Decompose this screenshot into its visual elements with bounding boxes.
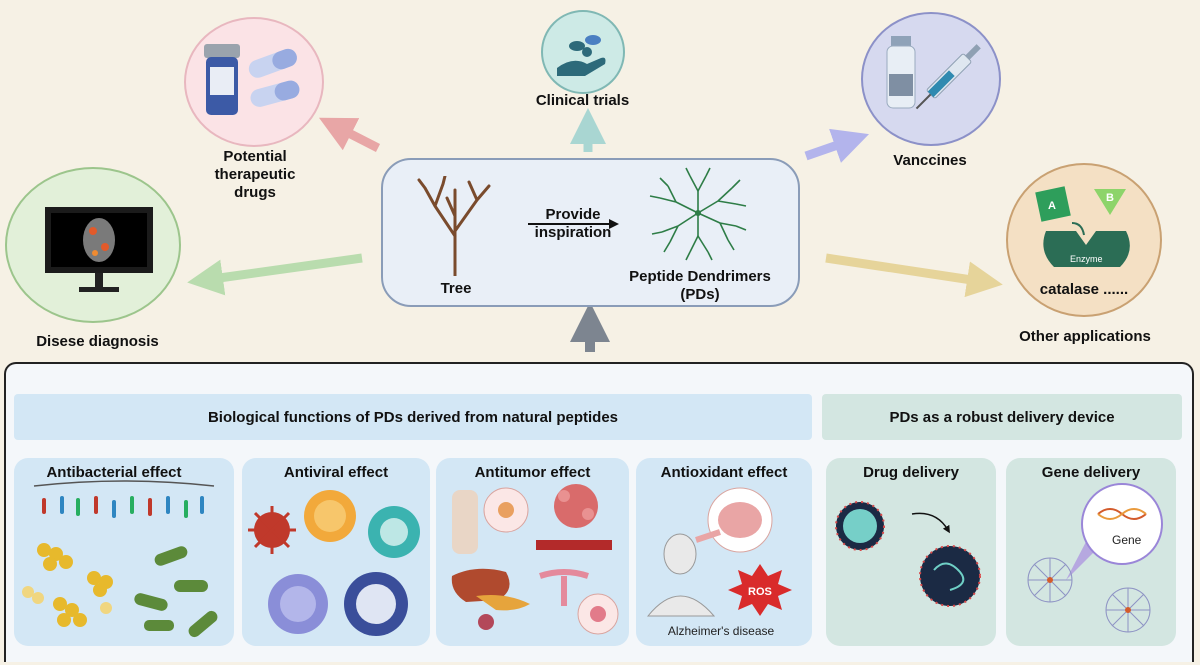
delivery-device-header: PDs as a robust delivery device — [822, 394, 1182, 440]
gene-carrier-icon: Gene — [1027, 483, 1163, 633]
svg-text:A: A — [1048, 200, 1056, 212]
other-applications-circle: A B Enzyme catalase ...... — [1006, 163, 1162, 317]
bacteria-membrane-icon — [22, 480, 218, 638]
vaccines-circle — [861, 12, 1001, 146]
pill-bottle-icon — [204, 44, 300, 115]
tree-icon — [417, 176, 491, 276]
arrow-to-other — [825, 253, 1003, 298]
drug-delivery-title: Drug delivery — [863, 464, 959, 481]
antiviral-panel: Antiviral effect — [242, 458, 430, 646]
svg-text:Enzyme: Enzyme — [1070, 254, 1103, 264]
svg-text:Gene: Gene — [1112, 533, 1142, 547]
vaccines-label: Vanccines — [893, 152, 967, 169]
alzheimers-caption: Alzheimer's disease — [667, 624, 775, 638]
arrow-to-therapeutic — [318, 117, 381, 153]
peptide-dendrimer-icon — [649, 167, 747, 261]
antibacterial-title: Antibacterial effect — [46, 464, 182, 481]
therapeutic-drugs-circle — [184, 17, 324, 147]
drug-carrier-icon — [835, 501, 981, 607]
monitor-brain-scan-icon — [45, 207, 153, 292]
gene-delivery-panel: Gene delivery Gene — [1006, 458, 1176, 646]
antiviral-title: Antiviral effect — [283, 464, 389, 481]
clinical-trials-circle — [541, 10, 625, 94]
biological-functions-header: Biological functions of PDs derived from… — [14, 394, 812, 440]
disease-diagnosis-label: Disese diagnosis — [36, 333, 159, 350]
disease-diagnosis-circle — [5, 167, 181, 323]
alzheimer-brain-icon: ROS — [646, 487, 792, 617]
tumor-organs-icon — [451, 484, 619, 635]
antibacterial-panel: Antibacterial effect — [14, 458, 234, 646]
inspiration-arrow-icon — [528, 219, 619, 229]
antitumor-title: Antitumor effect — [474, 464, 591, 481]
vaccine-syringe-icon — [886, 36, 981, 110]
catalase-label: catalase ...... — [1039, 281, 1129, 298]
gene-delivery-title: Gene delivery — [1041, 464, 1141, 481]
arrow-to-diagnosis — [187, 253, 363, 296]
arrow-to-vaccines — [804, 128, 870, 163]
antitumor-panel: Antitumor effect — [436, 458, 629, 646]
enzyme-icon: A B Enzyme — [1035, 186, 1130, 267]
antioxidant-panel: Antioxidant effect ROS Alzheimer's disea… — [636, 458, 812, 646]
svg-text:B: B — [1106, 192, 1114, 204]
hand-pills-icon — [557, 35, 606, 76]
peptide-dendrimers-label: Peptide Dendrimers(PDs) — [629, 268, 771, 303]
drug-delivery-panel: Drug delivery — [826, 458, 996, 646]
svg-text:ROS: ROS — [748, 586, 772, 598]
other-applications-label: Other applications — [1019, 328, 1151, 345]
tree-label: Tree — [440, 280, 472, 297]
viruses-icon — [248, 490, 420, 636]
antioxidant-title: Antioxidant effect — [660, 464, 788, 481]
clinical-trials-label: Clinical trials — [535, 92, 630, 109]
